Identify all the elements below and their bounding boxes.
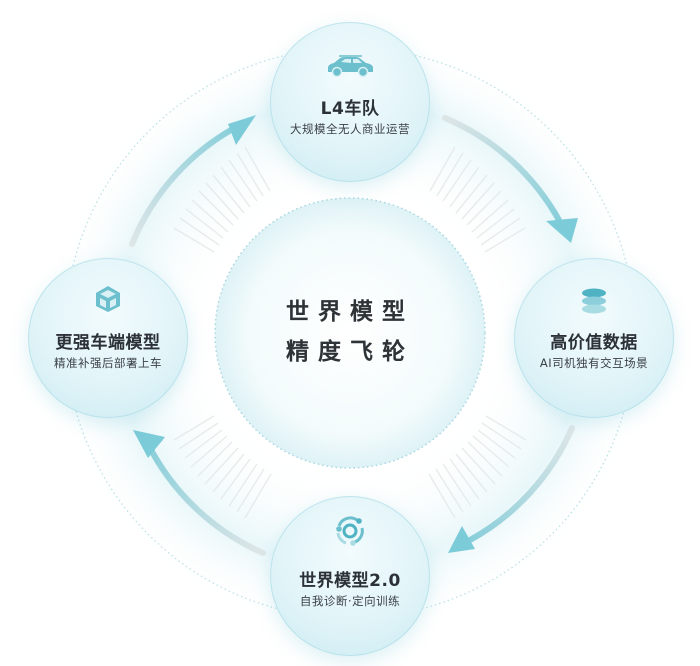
hatch-marks [173,146,527,519]
node-world-model-2: 世界模型2.0 自我诊断·定向训练 [270,496,430,656]
node-title: 更强车端模型 [55,333,161,353]
car-icon [324,54,376,82]
center-label: 世界模型 精度飞轮 [250,292,450,372]
arrow-right-to-bottom [448,425,575,553]
node-title: L4车队 [320,99,380,119]
center-title-line1: 世界模型 [286,299,414,325]
node-title: 高价值数据 [550,333,638,353]
node-title: 世界模型2.0 [299,571,401,591]
node-subtitle: AI司机独有交互场景 [539,356,649,370]
orbit-icon [333,514,367,552]
node-subtitle: 精准补强后部署上车 [54,356,162,370]
cube-icon [93,284,123,318]
node-stronger-vehicle-model: 更强车端模型 精准补强后部署上车 [28,258,188,418]
node-subtitle: 大规模全无人商业运营 [290,122,410,136]
node-subtitle: 自我诊断·定向训练 [299,594,401,608]
arrow-bottom-to-left [133,430,266,556]
node-high-value-data: 高价值数据 AI司机独有交互场景 [514,258,674,418]
center-title-line2: 精度飞轮 [286,339,414,365]
node-l4-fleet: L4车队 大规模全无人商业运营 [270,22,430,182]
database-stack-icon [580,288,608,318]
arrow-top-to-right [442,115,578,243]
arrow-left-to-top [129,115,256,247]
